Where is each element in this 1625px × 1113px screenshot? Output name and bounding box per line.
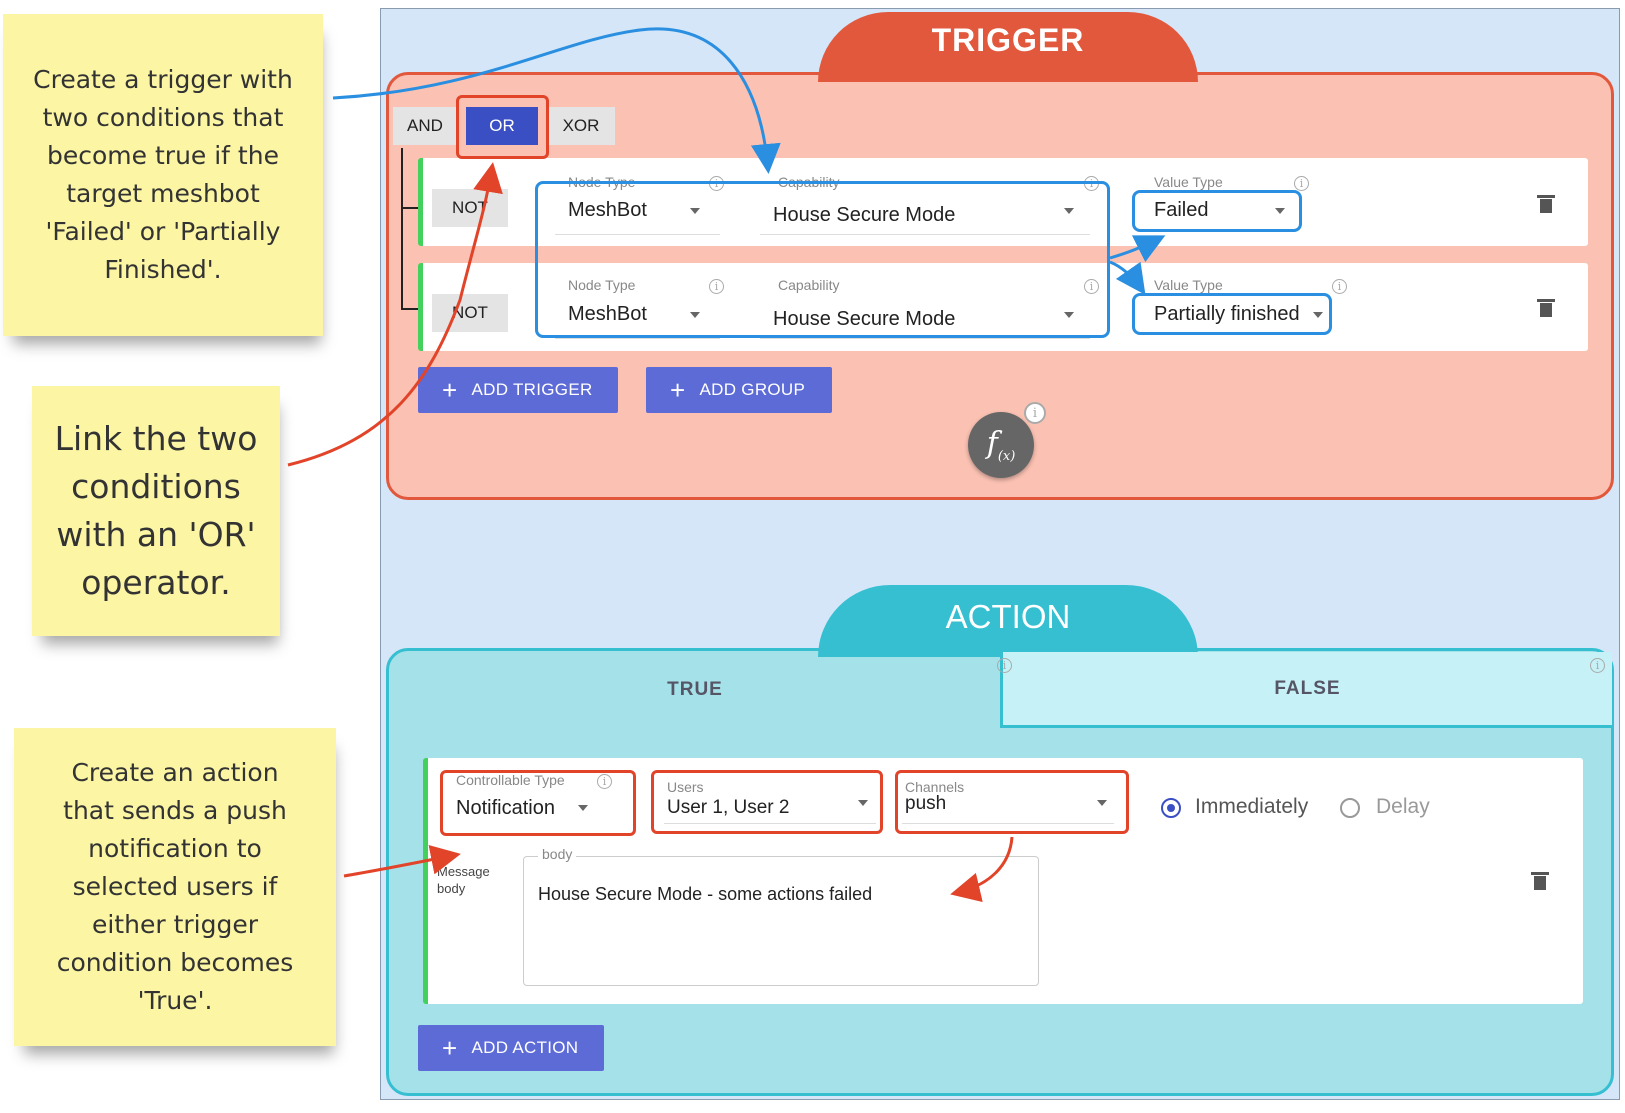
users-label: Users [667,779,704,795]
or-highlight [456,95,549,159]
delay-label: Delay [1376,795,1430,818]
dropdown-caret-icon[interactable] [690,208,700,214]
group-connector [401,308,423,310]
add-trigger-button[interactable]: + ADD TRIGGER [418,367,618,413]
radio-delay[interactable] [1340,798,1360,818]
tab-false[interactable]: FALSE [1000,652,1612,728]
operator-xor-button[interactable]: XOR [547,107,615,145]
plus-icon: + [442,374,458,405]
info-icon[interactable]: i [1294,176,1309,191]
body-label: body [538,846,577,862]
dropdown-caret-icon[interactable] [1064,312,1074,318]
select-underline [760,234,1090,235]
controllable-type-highlight [440,770,636,836]
operator-or-button[interactable]: OR [466,107,538,145]
select-underline [555,338,720,339]
trash-icon[interactable] [1537,299,1555,317]
add-group-button[interactable]: + ADD GROUP [646,367,832,413]
channels-highlight [895,770,1129,834]
arrow-note1-to-trigger [332,27,781,174]
channels-select[interactable]: push [905,793,947,814]
select-underline [555,234,720,235]
add-action-button[interactable]: + ADD ACTION [418,1025,604,1071]
info-icon[interactable]: i [1084,279,1099,294]
arrow-to-value-type-2 [1109,260,1146,295]
select-underline [902,823,1114,824]
plus-icon: + [442,1032,458,1063]
add-action-label: ADD ACTION [471,1038,579,1057]
node-type-label: Node Type [568,277,636,293]
node-capability-highlight [535,181,1110,338]
capability-label: Capability [778,277,840,293]
channels-label: Channels [905,779,965,795]
add-group-label: ADD GROUP [699,380,806,399]
message-body-text: House Secure Mode - some actions failed [538,884,873,904]
dropdown-caret-icon[interactable] [1313,312,1323,318]
trigger-title: TRIGGER [931,22,1085,58]
not-toggle-button[interactable]: NOT [432,189,508,227]
add-trigger-label: ADD TRIGGER [471,380,593,399]
sticky-note-trigger: Create a trigger with two conditions tha… [3,14,323,336]
value-type-select[interactable]: Partially finished [1154,303,1300,325]
trigger-condition-row [418,158,1588,246]
dropdown-caret-icon[interactable] [578,805,588,811]
info-icon[interactable]: i [1332,279,1347,294]
trash-icon[interactable] [1531,872,1549,890]
node-type-select[interactable]: MeshBot [568,199,647,221]
dropdown-caret-icon[interactable] [858,800,868,806]
action-tab [818,585,1198,657]
controllable-type-label: Controllable Type [456,772,565,788]
value-type-highlight-2 [1132,293,1332,335]
action-title: ACTION [945,598,1071,635]
fx-label: f(x) [986,426,1016,464]
capability-select[interactable]: House Secure Mode [773,204,956,226]
info-icon[interactable]: i [1024,402,1046,424]
info-icon[interactable]: i [709,279,724,294]
action-row [423,758,1583,1004]
not-toggle-button[interactable]: NOT [432,294,508,332]
group-connector [401,148,403,310]
arrow-note3-to-action [343,844,461,878]
message-body-textarea[interactable] [523,856,1039,986]
function-button[interactable]: f(x) [968,412,1034,478]
radio-immediately[interactable] [1161,798,1181,818]
plus-icon: + [670,374,686,405]
info-icon[interactable]: i [997,658,1012,673]
group-connector [401,207,423,209]
dropdown-caret-icon[interactable] [1097,800,1107,806]
arrow-note2-to-or [287,162,503,467]
arrow-to-value-type-1 [1109,235,1166,263]
users-highlight [651,770,883,834]
select-underline [760,338,1090,339]
dropdown-caret-icon[interactable] [1064,208,1074,214]
select-underline [664,823,876,824]
capability-select[interactable]: House Secure Mode [773,308,956,330]
value-type-label: Value Type [1154,174,1223,190]
value-type-select[interactable]: Failed [1154,199,1209,221]
immediately-label: Immediately [1195,795,1309,818]
operator-and-button[interactable]: AND [393,107,457,145]
sticky-note-or: Link the two conditions with an 'OR' ope… [32,386,280,636]
value-type-highlight-1 [1132,190,1302,232]
sticky-note-action: Create an action that sends a push notif… [14,728,336,1046]
users-select[interactable]: User 1, User 2 [667,797,790,818]
tab-true[interactable]: TRUE [667,679,723,700]
arrow-channels-to-body [950,836,1014,903]
trash-icon[interactable] [1537,195,1555,213]
controllable-type-select[interactable]: Notification [456,797,555,819]
node-type-select[interactable]: MeshBot [568,303,647,325]
trigger-tab [818,12,1198,82]
dropdown-caret-icon[interactable] [690,312,700,318]
info-icon[interactable]: i [1590,658,1605,673]
value-type-label: Value Type [1154,277,1223,293]
dropdown-caret-icon[interactable] [1275,208,1285,214]
info-icon[interactable]: i [597,774,612,789]
